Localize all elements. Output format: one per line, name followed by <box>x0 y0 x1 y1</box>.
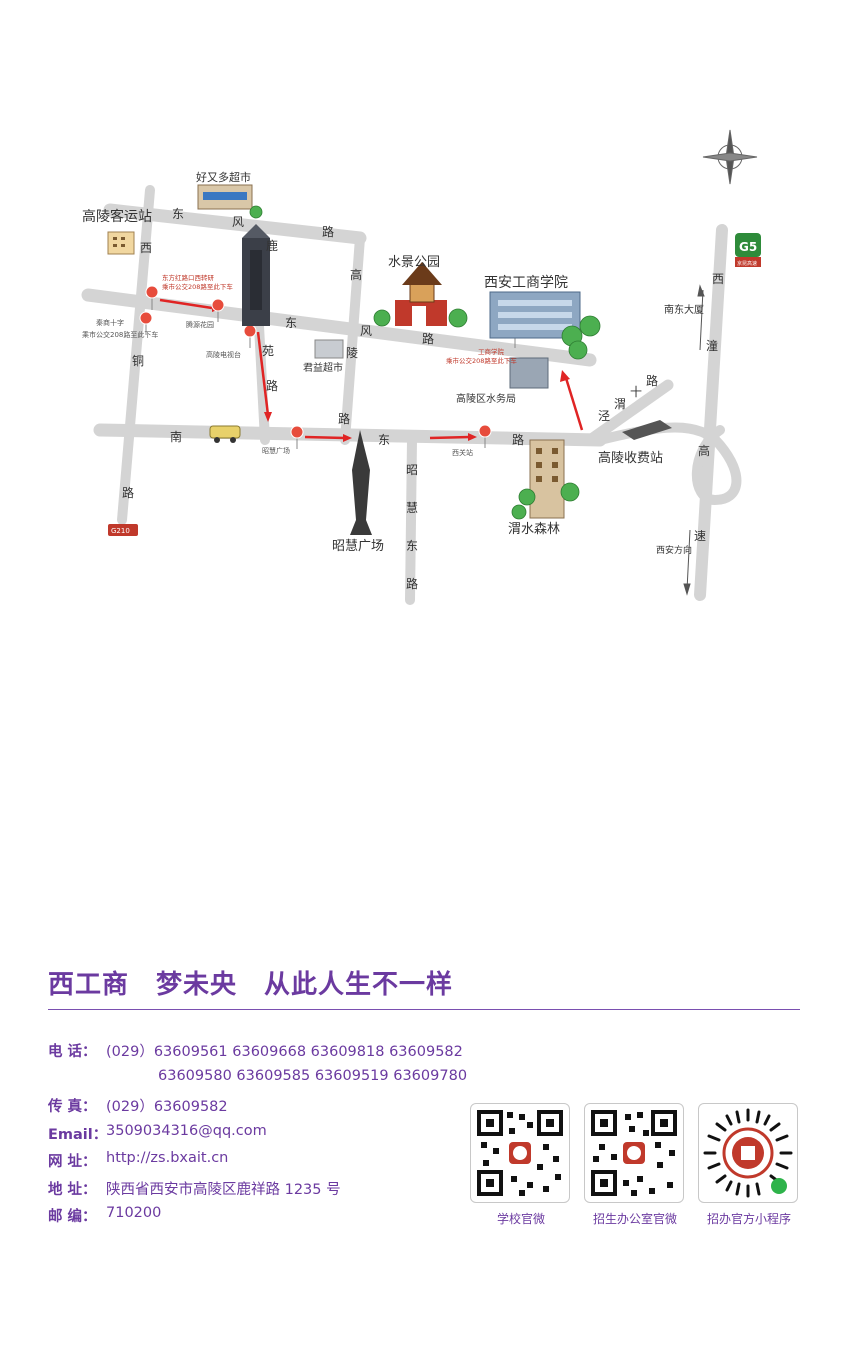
qr-caption: 招办官方小程序 <box>706 1212 791 1226</box>
website-link[interactable]: http://zs.bxait.cn <box>106 1150 229 1166</box>
road-label-char: 陵 <box>346 346 358 360</box>
note-bus-1-sub: 乘市公交208路至此下车 <box>162 282 233 291</box>
road-label-char: 高 <box>698 443 710 458</box>
label-nanhu-dasha: 南东大厦 <box>664 303 704 316</box>
road-label-char: 南 <box>170 429 182 444</box>
bus-stop-icon <box>478 424 492 448</box>
qr-caption: 学校官微 <box>496 1212 545 1226</box>
divider <box>48 1009 800 1010</box>
road-label-char: 高 <box>350 267 362 282</box>
label-college: 西安工商学院 <box>484 275 568 291</box>
direction-arrows <box>683 284 705 596</box>
road-label-char: 铜 <box>132 353 144 368</box>
road-label-char: 西 <box>712 272 724 286</box>
landmark-buildings <box>107 184 761 536</box>
contact-label: 地 址： <box>48 1181 97 1198</box>
label-tengyuan: 腾源花园 <box>186 320 214 329</box>
label-gaoling-tv: 高陵电视台 <box>206 350 241 359</box>
label-toll-station: 高陵收费站 <box>598 450 663 466</box>
contact-label: 电 话： <box>48 1044 97 1060</box>
label-g5: G5 <box>739 240 757 254</box>
label-passenger-station: 高陵客运站 <box>82 208 152 225</box>
compass-rose-icon <box>702 129 758 185</box>
road-label-char: 路 <box>266 378 278 393</box>
label-xian-direction: 西安方向 <box>656 544 692 556</box>
contact-info: 电 话： (029）63609561 63609668 63609818 636… <box>48 1040 467 1233</box>
label-water-bureau: 高陵区水务局 <box>456 392 516 405</box>
bus-stop-icon <box>243 324 257 348</box>
road-label-char: 东 <box>406 539 418 553</box>
note-bus-1: 东方红路口西转研 <box>162 273 215 282</box>
contact-value: (029）63609582 <box>106 1099 228 1115</box>
qr-code-admissions-wechat[interactable] <box>584 1103 684 1203</box>
road-label-char: 路 <box>422 331 434 346</box>
contact-row-phone: 电 话： (029）63609561 63609668 63609818 636… <box>48 1040 467 1068</box>
road-label-char: 路 <box>646 373 658 388</box>
contact-row-address: 地 址： 陕西省西安市高陵区鹿祥路 1235 号 <box>48 1178 467 1206</box>
note-campus-stop: 工商学院 <box>478 347 505 356</box>
map-labels: 高陵客运站 好又多超市 水景公园 西安工商学院 G5 京昆高速 南东大厦 君益超… <box>82 170 757 556</box>
label-stop-small: 西关站 <box>452 448 473 457</box>
contact-row-postcode: 邮 编： 710200 <box>48 1205 467 1233</box>
label-junzhi-market: 君益超市 <box>303 361 343 374</box>
label-qin-wuhua: 秦商十字 <box>96 318 124 327</box>
qr-caption: 招生办公室官微 <box>592 1212 677 1226</box>
label-haoyouduo: 好又多超市 <box>196 170 251 184</box>
contact-label: 邮 编： <box>48 1209 97 1225</box>
road-label-char: 路 <box>406 576 418 591</box>
road-label-char: 潼 <box>706 338 718 353</box>
road-label-char: 泾 <box>598 409 610 423</box>
email-link[interactable]: 3509034316@qq.com <box>106 1122 267 1139</box>
road-label-char: 渭 <box>614 397 626 411</box>
road-label-char: 十 <box>630 385 642 399</box>
label-g210: G210 <box>111 527 130 535</box>
slogan: 西工商 梦未央 从此人生不一样 <box>48 970 454 1000</box>
bus-stop-icon <box>290 425 304 449</box>
qr-code-icon <box>477 1110 563 1196</box>
contact-row-email: Email： 3509034316@qq.com <box>48 1123 467 1151</box>
contact-row-phone-2: 63609580 63609585 63609519 63609780 <box>48 1068 467 1096</box>
road-label-char: 路 <box>122 485 134 500</box>
qr-code-mini-program[interactable] <box>698 1103 798 1203</box>
road-label-char: 东 <box>285 316 297 330</box>
label-zhaohui-square-small: 昭慧广场 <box>262 446 290 455</box>
contact-row-website: 网 址： http://zs.bxait.cn <box>48 1150 467 1178</box>
mini-program-code-icon <box>703 1108 793 1198</box>
qr-code-icon <box>591 1110 677 1196</box>
road-label-char: 路 <box>322 224 334 239</box>
road-label-char: 慧 <box>406 500 418 515</box>
note-bus-2: 乘市公交208路至此下车 <box>82 330 158 339</box>
road-label-char: 西 <box>140 241 152 255</box>
contact-label: 传 真： <box>48 1099 97 1115</box>
label-zhaohui-square: 昭慧广场 <box>332 538 384 554</box>
road-label-char: 路 <box>512 432 524 447</box>
bus-stop-icon <box>211 298 225 322</box>
road-label-char: 风 <box>360 324 372 338</box>
road-label-char: 风 <box>232 215 244 229</box>
road-label-char: 路 <box>338 411 350 426</box>
contact-value: 陕西省西安市高陵区鹿祥路 1235 号 <box>106 1181 341 1198</box>
contact-value: (029）63609561 63609668 63609818 63609582 <box>106 1044 463 1060</box>
label-weiyang-forest: 渭水森林 <box>508 522 560 537</box>
road-labels: 东 风 路 东 风 路 西 铜 路 鹿 苑 路 高 陵 路 南 东 路 昭 慧 … <box>122 207 724 591</box>
road-label-char: 东 <box>172 207 184 221</box>
note-campus-stop-sub: 乘市公交208路至此下车 <box>446 356 517 365</box>
road-label-char: 东 <box>378 433 390 447</box>
trees <box>249 205 601 520</box>
label-shuiyue-park: 水景公园 <box>388 255 440 270</box>
bus-stop-icon <box>139 311 153 335</box>
contact-value: 63609580 63609585 63609519 63609780 <box>158 1067 468 1084</box>
contact-label: 网 址： <box>48 1154 97 1170</box>
road-label-char: 昭 <box>406 463 418 477</box>
qr-code-school-wechat[interactable] <box>470 1103 570 1203</box>
label-g5-sub: 京昆高速 <box>737 260 757 267</box>
road-label-char: 苑 <box>262 344 274 358</box>
contact-value: 710200 <box>106 1205 162 1221</box>
contact-row-fax: 传 真： (029）63609582 <box>48 1095 467 1123</box>
road-label-char: 速 <box>694 529 706 543</box>
contact-label: Email： <box>48 1126 108 1143</box>
bus-stop-icon <box>145 285 159 310</box>
road-label-char: 鹿 <box>266 238 278 253</box>
campus-location-map: 高陵客运站 好又多超市 水景公园 西安工商学院 G5 京昆高速 南东大厦 君益超… <box>81 129 761 605</box>
